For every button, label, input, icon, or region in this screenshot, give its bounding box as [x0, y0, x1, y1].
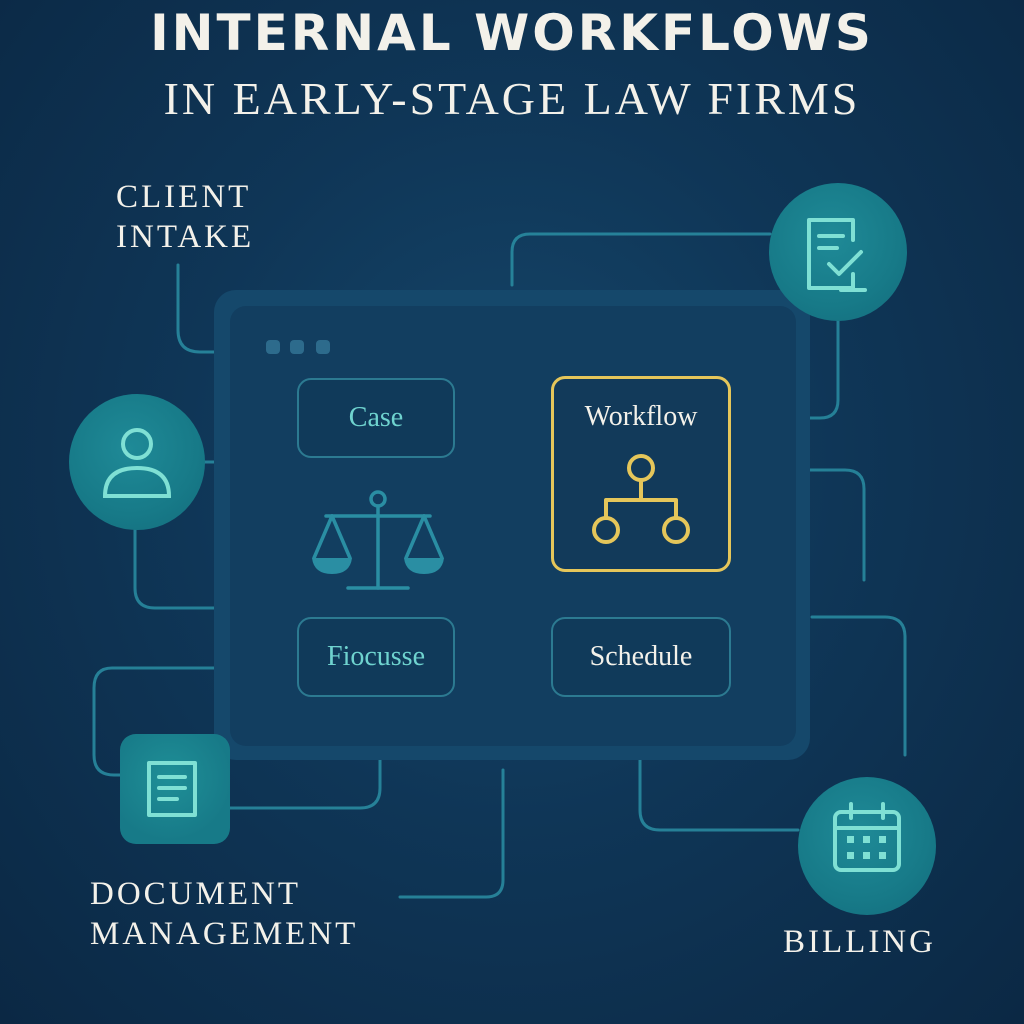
case-box: Case: [297, 378, 455, 458]
user-icon: [102, 428, 172, 498]
document-management-label: DOCUMENT MANAGEMENT: [90, 874, 358, 954]
fiocusse-label: Fiocusse: [327, 641, 425, 672]
document-management-label-line-1: DOCUMENT: [90, 876, 301, 912]
document-management-label-line-2: MANAGEMENT: [90, 916, 359, 952]
workflow-box: Workflow: [551, 376, 731, 572]
calendar-icon: [833, 802, 901, 872]
case-label: Case: [348, 402, 404, 433]
connector-fiocusse-doc: [228, 695, 382, 810]
billing-label: BILLING: [783, 924, 936, 960]
connector-checklist-top: [510, 232, 772, 287]
connector-checklist-down: [808, 318, 840, 420]
billing-circle: [798, 777, 936, 915]
connector-right-lower: [810, 615, 907, 757]
connector-user-down: [133, 528, 216, 610]
client-intake-circle: [69, 394, 205, 530]
client-intake-label-line-2: INTAKE: [116, 219, 255, 255]
workflow-label: Workflow: [584, 401, 698, 432]
window-dot: [266, 340, 280, 354]
connector-bottom-center: [398, 768, 505, 899]
fiocusse-box: Fiocusse: [297, 617, 455, 697]
client-intake-label: CLIENT INTAKE: [116, 177, 254, 257]
connector-doc-left: [92, 666, 216, 777]
connector-schedule-billing: [638, 695, 800, 832]
connector-workflow-right: [730, 468, 866, 582]
client-intake-label-line-1: CLIENT: [116, 179, 252, 215]
schedule-label: Schedule: [589, 641, 693, 672]
window-dot: [290, 340, 304, 354]
hierarchy-icon: [592, 454, 690, 544]
window-dot: [316, 340, 330, 354]
connector-intake-label: [176, 263, 216, 354]
checklist-circle: [769, 183, 907, 321]
title-line-2: IN EARLY-STAGE LAW FIRMS: [163, 73, 861, 124]
scales-icon: [312, 490, 444, 590]
checklist-icon: [807, 218, 867, 292]
document-icon: [147, 761, 197, 817]
title-line-1: INTERNAL WORKFLOWS: [150, 4, 874, 62]
schedule-box: Schedule: [551, 617, 731, 697]
